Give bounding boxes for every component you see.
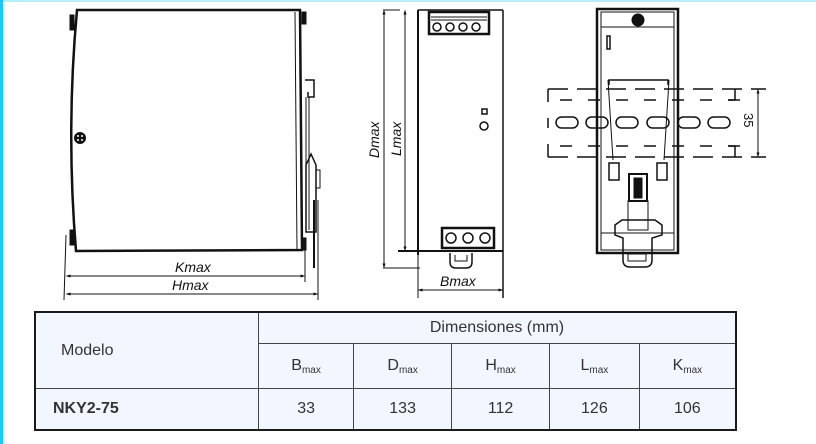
kmax-label: Kmax xyxy=(175,259,212,275)
rail-view xyxy=(547,7,766,268)
left-frame-border xyxy=(0,0,3,444)
col-dmax: Dmax xyxy=(353,343,453,389)
col-kmax: Kmax xyxy=(638,343,737,389)
col-bmax: Bmax xyxy=(257,343,355,389)
top-frame-border xyxy=(0,0,816,2)
lmax-value: 126 xyxy=(549,388,640,431)
table-row: NKY2-75 33 133 112 126 106 xyxy=(34,388,737,431)
rail-height-label: 35 xyxy=(741,113,756,127)
dmax-value: 133 xyxy=(353,388,453,431)
model-cell: NKY2-75 xyxy=(34,388,259,431)
dimensions-header: Dimensiones (mm) xyxy=(258,311,737,344)
technical-drawing: Kmax Hmax Dmax Lmax Bmax xyxy=(63,7,766,301)
bmax-value: 33 xyxy=(257,388,355,431)
kmax-value: 106 xyxy=(638,388,737,431)
side-view xyxy=(63,8,321,301)
col-hmax: Hmax xyxy=(451,343,551,389)
dmax-label: Dmax xyxy=(366,120,382,158)
dimensions-table: Modelo Dimensiones (mm) Bmax Dmax Hmax L… xyxy=(34,311,737,431)
front-view xyxy=(382,9,504,298)
hmax-label: Hmax xyxy=(172,277,210,293)
lmax-label: Lmax xyxy=(388,121,404,156)
col-lmax: Lmax xyxy=(549,343,640,389)
model-header: Modelo xyxy=(34,311,259,389)
bmax-label: Bmax xyxy=(440,273,477,289)
hmax-value: 112 xyxy=(451,388,551,431)
